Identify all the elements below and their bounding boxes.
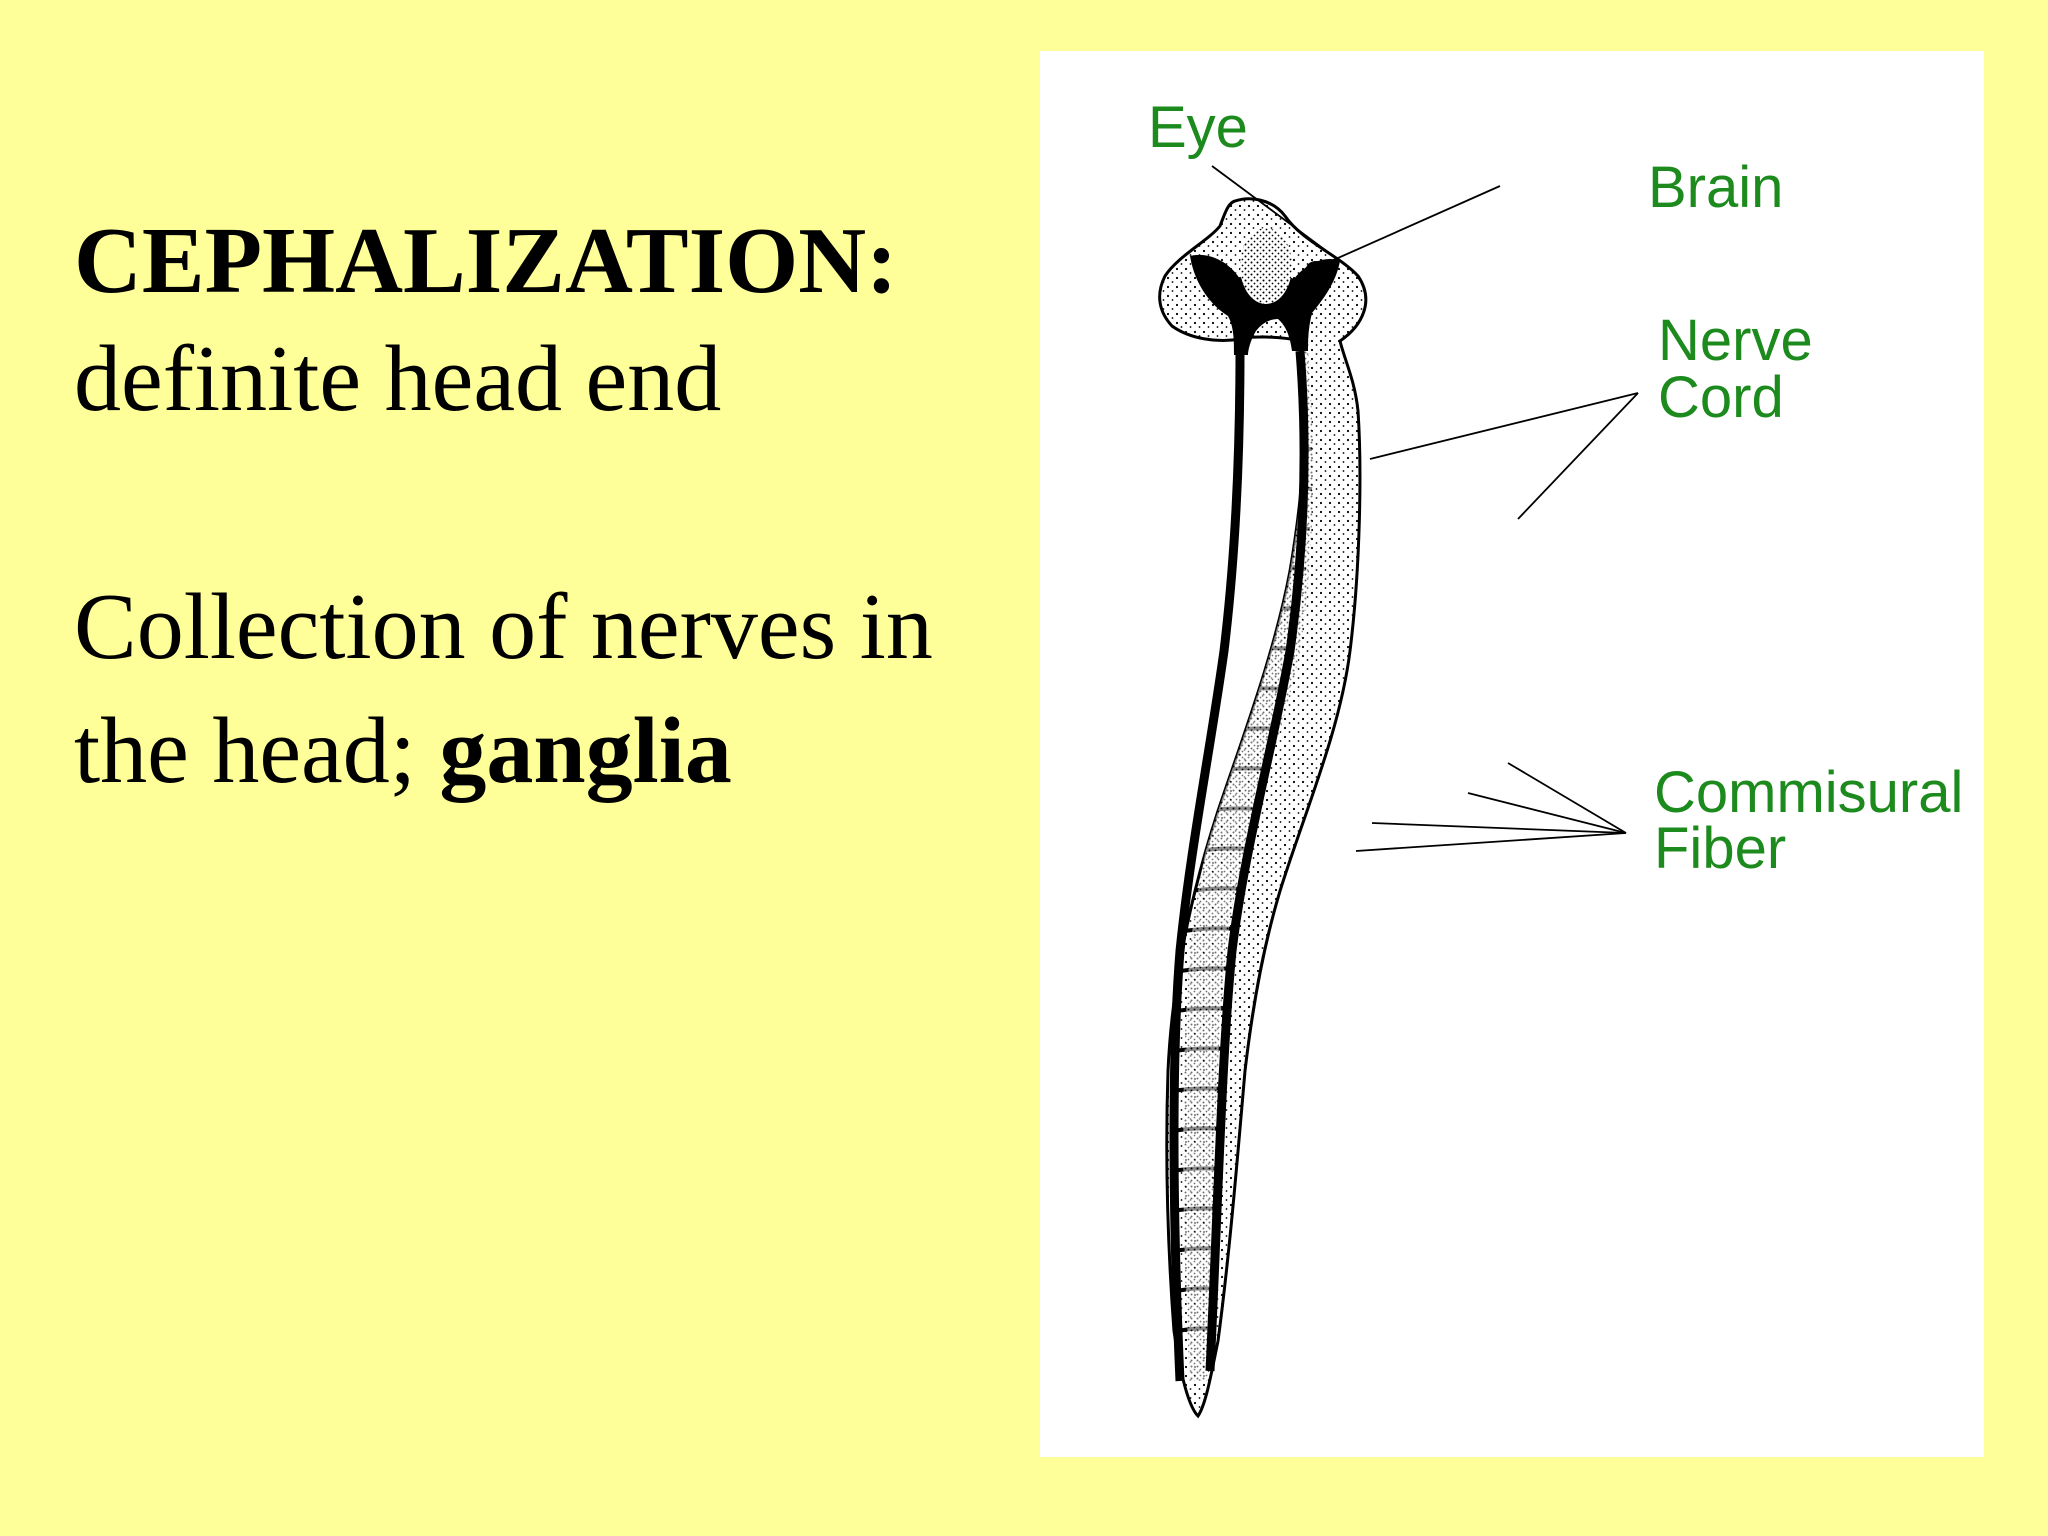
flatworm-nervous-system-diagram: Eye Brain Nerve Cord Commisural Fiber xyxy=(1040,51,1984,1457)
fiber-leader-line-1 xyxy=(1507,762,1627,834)
nerve-cord-leader-line-1 xyxy=(1369,392,1639,460)
fiber-leader-line-3 xyxy=(1371,822,1627,834)
right-eye xyxy=(1306,261,1326,277)
text-panel: CEPHALIZATION: definite head end Collect… xyxy=(74,205,1034,813)
flatworm-illustration xyxy=(1158,165,1639,1419)
nerve-cord-leader-line-2 xyxy=(1517,392,1639,520)
definition-line: definite head end xyxy=(74,327,722,431)
label-eye: Eye xyxy=(1148,95,1248,160)
fiber-leader-line-2 xyxy=(1467,792,1627,834)
brain-ganglia xyxy=(1190,254,1340,355)
label-fiber: Fiber xyxy=(1654,816,1787,881)
label-cord: Cord xyxy=(1658,365,1784,430)
ganglia-term: ganglia xyxy=(439,699,732,803)
spacer xyxy=(74,441,1034,565)
brain-leader-line xyxy=(1319,185,1501,267)
description-line-2: the head; ganglia xyxy=(74,689,1034,813)
description-line-1: Collection of nerves in xyxy=(74,575,933,679)
label-brain: Brain xyxy=(1648,155,1784,220)
right-nerve-cord xyxy=(1205,350,1309,1372)
eye-leader-line xyxy=(1211,165,1341,262)
leader-lines xyxy=(1211,165,1639,852)
label-nerve: Nerve xyxy=(1658,308,1813,373)
left-eye xyxy=(1208,261,1228,277)
description-plain-text: the head; xyxy=(74,699,440,803)
slide-heading: CEPHALIZATION: xyxy=(74,209,898,313)
label-commisural: Commisural xyxy=(1654,760,1964,825)
fiber-leader-line-4 xyxy=(1355,832,1627,852)
brain-center xyxy=(1240,228,1292,304)
left-nerve-cord xyxy=(1169,350,1245,1382)
worm-body xyxy=(1158,197,1368,1419)
